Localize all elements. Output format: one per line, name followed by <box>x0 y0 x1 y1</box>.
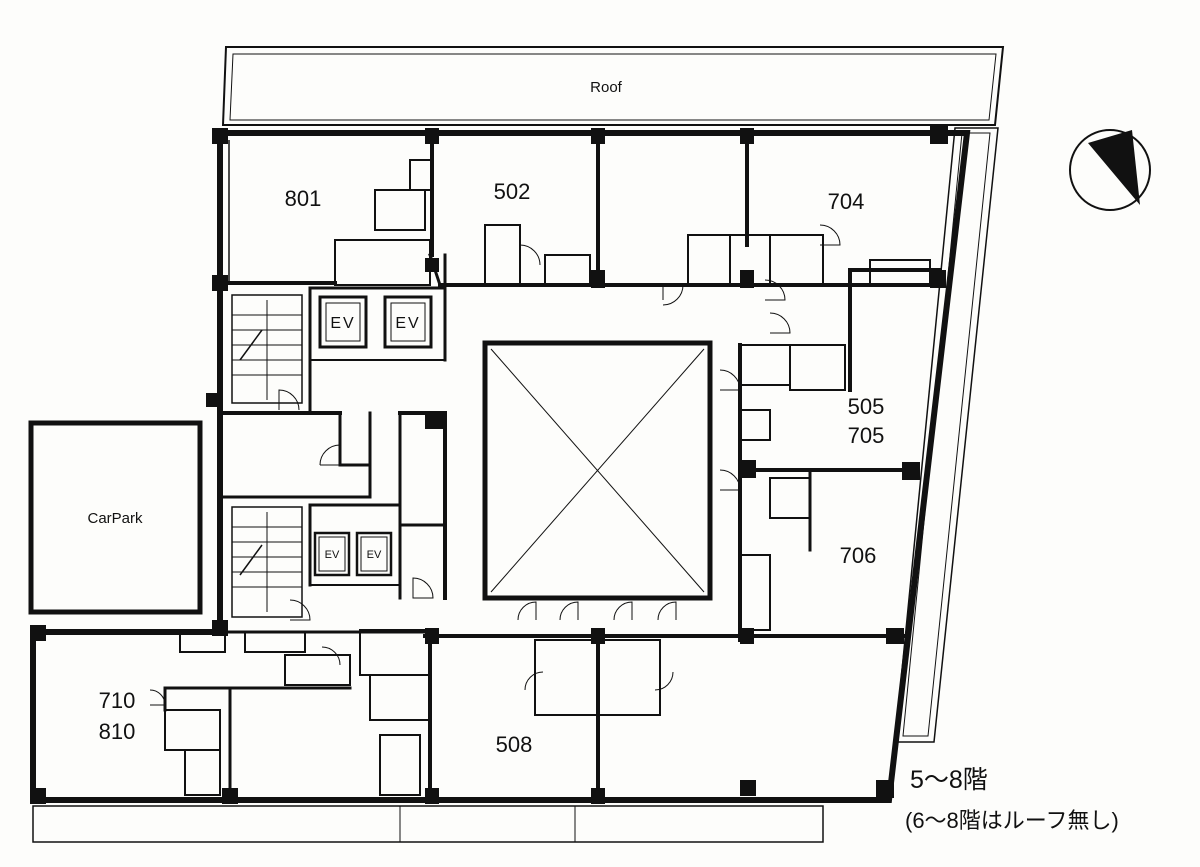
unit-705-label: 705 <box>848 423 885 448</box>
interior-walls <box>163 131 942 802</box>
door-swings <box>149 224 841 706</box>
unit-508-label: 508 <box>496 732 533 757</box>
bottom-balcony <box>32 805 824 843</box>
floor-note: (6～8階はルーフ無し) <box>905 808 1119 833</box>
car-park: CarPark <box>28 420 203 615</box>
unit-801-label: 801 <box>285 186 322 211</box>
elevator-core-lower: EV EV <box>313 531 393 577</box>
elevator-lower-left: EV <box>325 549 340 561</box>
unit-706-label: 706 <box>840 543 877 568</box>
stairs-icon <box>231 294 303 404</box>
unit-704-label: 704 <box>828 189 865 214</box>
stairs-icon <box>231 506 303 618</box>
unit-labels: 801 502 704 505 705 706 710 810 508 <box>99 179 885 757</box>
unit-502-label: 502 <box>494 179 531 204</box>
unit-505-label: 505 <box>848 394 885 419</box>
roof-terrace: Roof <box>221 46 1005 126</box>
right-balcony <box>894 127 999 743</box>
elevator-core-upper: EV EV <box>318 295 433 349</box>
elevator-upper-right: EV <box>395 315 420 332</box>
car-park-label: CarPark <box>87 510 143 527</box>
roof-label: Roof <box>590 79 623 96</box>
atrium-void-icon <box>482 340 713 601</box>
unit-710-label: 710 <box>99 688 136 713</box>
floor-label: 5～8階 <box>910 766 988 794</box>
unit-810-label: 810 <box>99 719 136 744</box>
elevator-upper-left: EV <box>330 315 355 332</box>
structural-columns <box>30 126 948 804</box>
elevator-lower-right: EV <box>367 549 382 561</box>
unit-entrances <box>164 159 931 796</box>
north-arrow-icon <box>1069 129 1151 211</box>
outer-wall <box>30 130 971 803</box>
